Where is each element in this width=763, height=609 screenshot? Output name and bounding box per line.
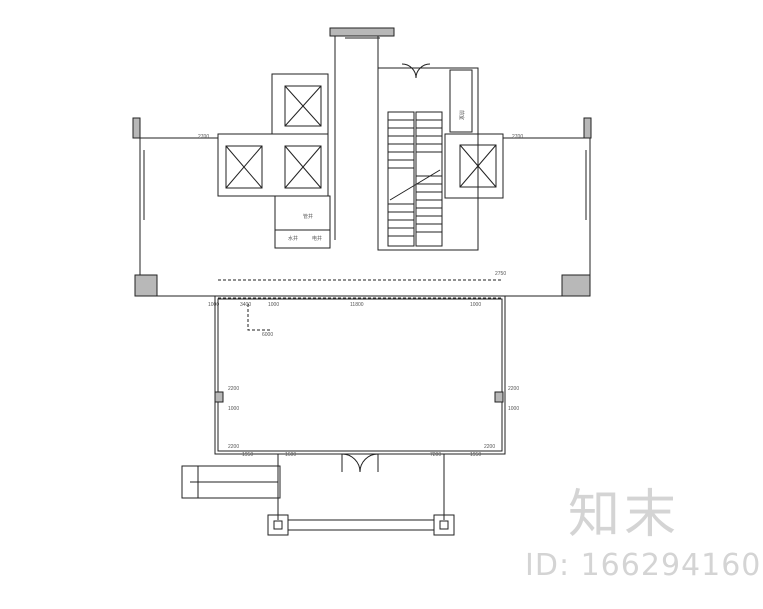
dimension-label: 1000	[208, 302, 219, 308]
elevator-icon	[284, 145, 322, 189]
dimension-labels: 2700 2700 1000 3400 1000 1000 2750 11800…	[198, 134, 523, 458]
column-icon	[267, 514, 289, 536]
dimension-label: 2200	[228, 386, 239, 392]
door-swing-icon	[401, 63, 431, 79]
room-label-water: 水井	[288, 235, 298, 242]
central-shaft	[329, 27, 395, 240]
elevator-core	[217, 73, 331, 249]
dimension-label: 1000	[470, 302, 481, 308]
entrance-ramp	[181, 465, 281, 499]
dimension-label: 2750	[495, 271, 506, 277]
dimension-label: 1000	[508, 406, 519, 412]
dimension-label: 2200	[484, 444, 495, 450]
entrance-canopy	[277, 454, 445, 531]
dimension-label: 2700	[198, 134, 209, 140]
dimension-label: 2700	[512, 134, 523, 140]
watermark-id: ID: 166294160	[525, 548, 762, 583]
watermark-logo: 知末	[568, 485, 681, 545]
left-wing	[132, 117, 218, 297]
room-label-shaft: 管井	[303, 213, 313, 220]
elevator-icon	[284, 85, 322, 127]
dimension-label: 1600	[285, 452, 296, 458]
elevator-icon	[225, 145, 263, 189]
dimension-label: 7200	[430, 452, 441, 458]
room-label-electric: 电井	[312, 235, 322, 242]
stair-core	[377, 67, 504, 251]
dimension-label: 3400	[240, 302, 251, 308]
room-label-side: 前室	[458, 110, 465, 120]
right-side-room	[449, 69, 473, 133]
dimension-label: 1000	[228, 406, 239, 412]
stair-icon	[387, 111, 443, 247]
dimension-label: 2200	[228, 444, 239, 450]
dimension-label: 2200	[508, 386, 519, 392]
dimension-label: 1950	[470, 452, 481, 458]
room-labels: 管井 水井 电井 前室	[288, 110, 465, 242]
dimension-label: 6000	[262, 332, 273, 338]
dashed-outline	[218, 279, 503, 331]
dimension-label: 1950	[242, 452, 253, 458]
entrance-lobby	[214, 295, 506, 455]
column-icon	[433, 514, 455, 536]
door-swing-icon	[341, 453, 379, 473]
right-wing	[503, 117, 592, 297]
dimension-label: 1000	[268, 302, 279, 308]
dimension-label: 11800	[350, 302, 364, 308]
